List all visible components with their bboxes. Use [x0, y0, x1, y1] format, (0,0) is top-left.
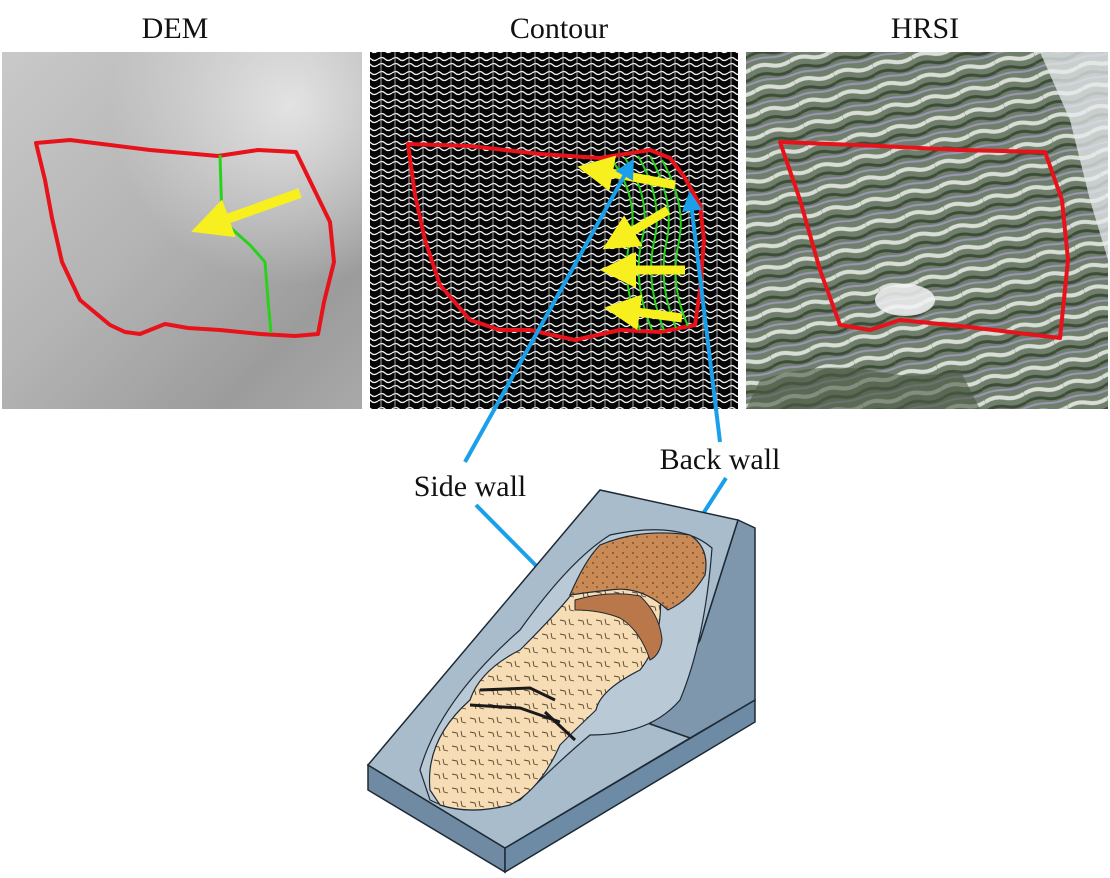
contour-landslide-boundary: [406, 142, 706, 342]
side-wall-leader-top: [463, 158, 634, 463]
displaced-mass: [428, 574, 662, 811]
hrsi-title: HRSI: [891, 12, 959, 45]
contour-flow-arrows: [577, 155, 685, 331]
dem-title: DEM: [142, 12, 209, 45]
contour-panel: [370, 52, 738, 409]
main-scarp: [569, 532, 707, 611]
toe-cracks: [469, 686, 577, 742]
dem-landslide-boundary: [34, 138, 336, 338]
back-wall-label: Back wall: [660, 443, 781, 476]
back-wall-leader-top: [682, 191, 722, 443]
dem-flow-arrow: [191, 188, 302, 238]
hrsi-image: [746, 52, 1108, 409]
dem-panel: [2, 52, 362, 409]
contour-title: Contour: [510, 12, 608, 45]
scarp-step: [574, 593, 663, 661]
contour-image: [370, 52, 738, 409]
hrsi-landslide-boundary: [778, 140, 1070, 340]
hrsi-panel: [746, 52, 1108, 409]
side-wall-label: Side wall: [414, 470, 527, 503]
landslide-block-diagram: [366, 489, 756, 874]
